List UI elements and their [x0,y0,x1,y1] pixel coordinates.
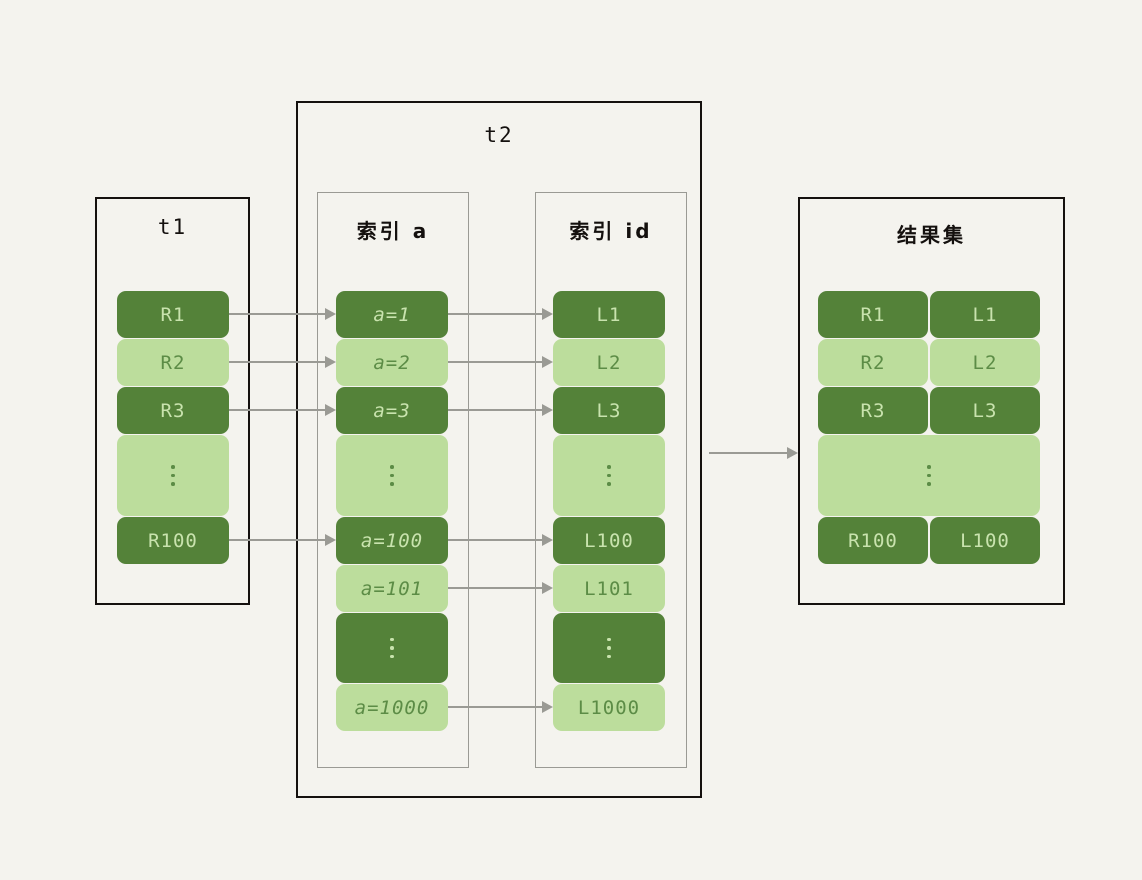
t1-row-r100-label: R100 [148,529,198,552]
index-id-row-l101: L101 [553,565,665,612]
connector-a2-to-l2 [448,361,544,363]
index-a-row-a100-label: a=100 [360,529,424,552]
result-row-5-left: R100 [818,517,928,564]
vertical-ellipsis-icon [390,637,394,659]
index-id-row-l2: L2 [553,339,665,386]
connector-t2-to-result-set [709,452,789,454]
t1-row-r3-label: R3 [160,399,186,422]
t2-title: t2 [484,123,514,147]
index-id-row-l3-label: L3 [596,399,622,422]
result-row-1-right: L1 [930,291,1040,338]
index-id-row-l100-label: L100 [584,529,634,552]
arrowhead-r100-to-a100 [325,534,336,546]
t1-row-r1: R1 [117,291,229,338]
vertical-ellipsis-icon [607,637,611,659]
index-id-row-ellipsis-2 [553,613,665,683]
arrowhead-a3-to-l3 [542,404,553,416]
result-row-3-right: L3 [930,387,1040,434]
result-row-2-right-label: L2 [972,351,998,374]
index-a-row-a1: a=1 [336,291,448,338]
t1-row-ellipsis [117,435,229,516]
result-row-3-left-label: R3 [860,399,886,422]
connector-r2-to-a2 [229,361,327,363]
index-id-title: 索引 id [569,219,653,243]
result-row-3-left: R3 [818,387,928,434]
vertical-ellipsis-icon [171,465,175,486]
result-row-1-left: R1 [818,291,928,338]
index-a-row-a101-label: a=101 [360,577,424,600]
arrowhead-t2-to-result-set [787,447,798,459]
arrowhead-r3-to-a3 [325,404,336,416]
connector-r1-to-a1 [229,313,327,315]
connector-a101-to-l101 [448,587,544,589]
result-row-5-left-label: R100 [848,529,898,552]
index-a-row-a3: a=3 [336,387,448,434]
index-a-row-a1000: a=1000 [336,684,448,731]
result-set-title: 结果集 [897,223,966,247]
connector-a3-to-l3 [448,409,544,411]
index-a-row-a101: a=101 [336,565,448,612]
connector-r3-to-a3 [229,409,327,411]
index-a-row-a2-label: a=2 [373,351,411,374]
arrowhead-a1-to-l1 [542,308,553,320]
vertical-ellipsis-icon [390,465,394,486]
index-a-row-a1000-label: a=1000 [354,696,430,719]
result-row-3-right-label: L3 [972,399,998,422]
index-a-row-a3-label: a=3 [373,399,411,422]
arrowhead-r1-to-a1 [325,308,336,320]
result-row-5-right-label: L100 [960,529,1010,552]
index-id-row-l2-label: L2 [596,351,622,374]
index-a-row-a100: a=100 [336,517,448,564]
result-row-5-right: L100 [930,517,1040,564]
index-a-row-a1-label: a=1 [373,303,411,326]
connector-r100-to-a100 [229,539,327,541]
index-a-title: 索引 a [356,219,430,243]
index-a-row-a2: a=2 [336,339,448,386]
index-id-row-l100: L100 [553,517,665,564]
index-id-row-ellipsis-1 [553,435,665,516]
index-id-row-l1: L1 [553,291,665,338]
index-id-row-l1000: L1000 [553,684,665,731]
t1-row-r3: R3 [117,387,229,434]
index-id-row-l1-label: L1 [596,303,622,326]
vertical-ellipsis-icon [927,465,931,486]
result-row-1-right-label: L1 [972,303,998,326]
arrowhead-r2-to-a2 [325,356,336,368]
arrowhead-a101-to-l101 [542,582,553,594]
result-row-2-left: R2 [818,339,928,386]
connector-a1-to-l1 [448,313,544,315]
t1-row-r2: R2 [117,339,229,386]
arrowhead-a1000-to-l1000 [542,701,553,713]
t1-row-r1-label: R1 [160,303,186,326]
result-row-2-left-label: R2 [860,351,886,374]
index-id-row-l101-label: L101 [584,577,634,600]
result-row-2-right: L2 [930,339,1040,386]
index-a-row-ellipsis-1 [336,435,448,516]
t1-row-r100: R100 [117,517,229,564]
index-id-row-l1000-label: L1000 [577,696,641,719]
vertical-ellipsis-icon [607,465,611,486]
t1-title: t1 [157,215,188,239]
connector-a100-to-l100 [448,539,544,541]
index-id-row-l3: L3 [553,387,665,434]
index-a-row-ellipsis-2 [336,613,448,683]
result-row-1-left-label: R1 [860,303,886,326]
connector-a1000-to-l1000 [448,706,544,708]
arrowhead-a2-to-l2 [542,356,553,368]
result-row-ellipsis [818,435,1040,516]
t1-row-r2-label: R2 [160,351,186,374]
arrowhead-a100-to-l100 [542,534,553,546]
